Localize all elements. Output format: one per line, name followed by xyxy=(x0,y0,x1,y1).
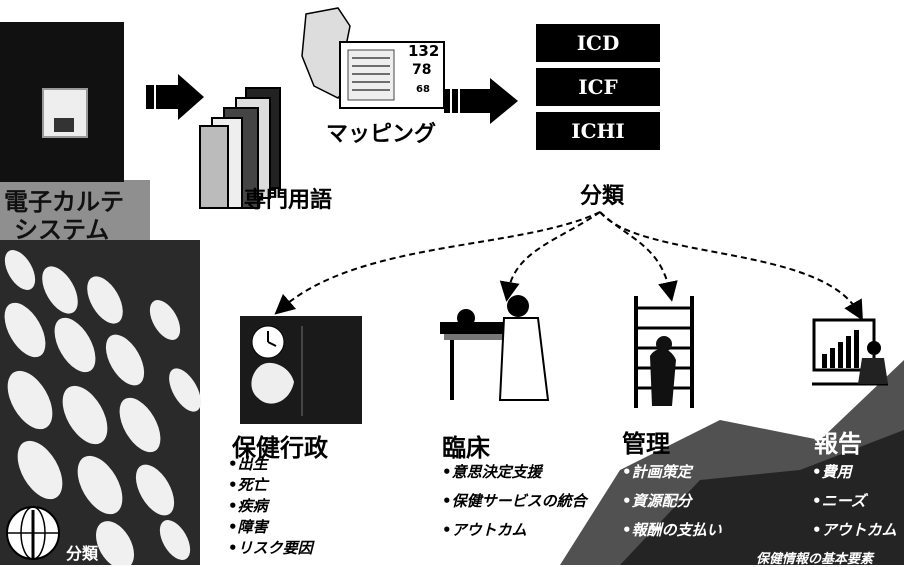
map-monitor-icon xyxy=(301,7,445,109)
classification-box-icd: ICD xyxy=(536,24,660,62)
ehr-label-line1: 電子カルテ xyxy=(4,188,124,216)
list-item: 報酬の支払い xyxy=(622,516,722,545)
list-item: アウトカム xyxy=(812,516,897,545)
list-item: 費用 xyxy=(812,458,897,487)
floppy-disk-icon xyxy=(42,88,88,138)
classification-box-ichi: ICHI xyxy=(536,112,660,150)
arrow-right-icon xyxy=(444,78,518,124)
monitor-value-1: 132 xyxy=(408,42,440,60)
mapping-label: マッピング xyxy=(326,122,437,147)
dashed-arrow-admin xyxy=(274,211,601,315)
dashed-arrow-reporting xyxy=(599,211,863,321)
doctor-patient-icon xyxy=(440,295,550,401)
presentation-chart-icon xyxy=(812,318,888,386)
books-icon xyxy=(199,87,281,209)
clock-stork-icon xyxy=(240,316,362,424)
use-title-management: 管理 xyxy=(622,430,670,458)
ladder-climbers-icon xyxy=(634,296,694,408)
list-item: アウトカム xyxy=(442,516,587,545)
list-item: 死亡 xyxy=(228,475,313,496)
use-list-public-health: 出生 死亡 疾病 障害 リスク要因 xyxy=(228,454,313,559)
dashed-arrow-management xyxy=(599,211,678,302)
list-item: 出生 xyxy=(228,454,313,475)
monitor-value-2: 78 xyxy=(412,62,432,78)
arrow-right-icon xyxy=(146,74,204,120)
list-item: リスク要因 xyxy=(228,538,313,559)
list-item: 障害 xyxy=(228,517,313,538)
globe-logo-icon xyxy=(6,506,60,560)
terminology-label: 専門用語 xyxy=(244,188,333,213)
footer-caption: 保健情報の基本要素 xyxy=(756,552,874,567)
list-item: 資源配分 xyxy=(622,487,722,516)
ehr-label-line2: システム xyxy=(14,216,110,244)
use-title-reporting: 報告 xyxy=(814,430,862,458)
use-list-reporting: 費用 ニーズ アウトカム xyxy=(812,458,897,545)
classification-box-icf: ICF xyxy=(536,68,660,106)
dashed-arrow-clinical xyxy=(499,211,601,302)
footer-logo-label: 分類 xyxy=(66,544,99,563)
list-item: 保健サービスの統合 xyxy=(442,487,587,516)
list-item: 意思決定支援 xyxy=(442,458,587,487)
monitor-value-3: 68 xyxy=(416,84,430,95)
use-list-management: 計画策定 資源配分 報酬の支払い xyxy=(622,458,722,545)
list-item: 疾病 xyxy=(228,496,313,517)
classification-label: 分類 xyxy=(580,184,625,209)
list-item: ニーズ xyxy=(812,487,897,516)
list-item: 計画策定 xyxy=(622,458,722,487)
use-list-clinical: 意思決定支援 保健サービスの統合 アウトカム xyxy=(442,458,587,545)
